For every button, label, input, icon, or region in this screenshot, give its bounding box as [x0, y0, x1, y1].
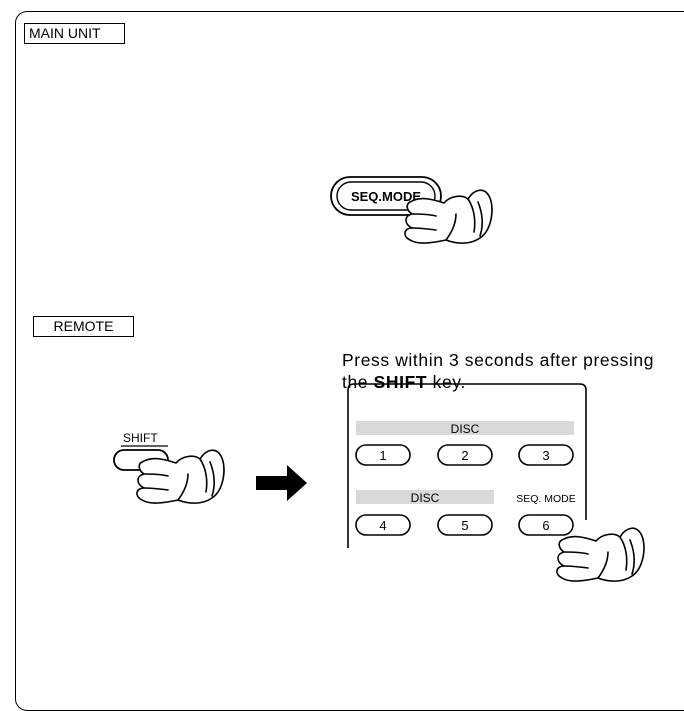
main-unit-tag: MAIN UNIT — [24, 23, 125, 44]
disc-key-1[interactable]: 1 — [355, 444, 411, 466]
disc-band-bottom — [356, 490, 494, 504]
disc-label-top: DISC — [451, 422, 480, 436]
remote-tag: REMOTE — [33, 316, 134, 337]
disc-key-2[interactable]: 2 — [437, 444, 493, 466]
svg-text:6: 6 — [542, 518, 549, 533]
hand-pointer-icon — [556, 527, 645, 582]
instruction-text: Press within 3 seconds after pressing th… — [342, 349, 672, 393]
disc-band-top — [356, 421, 574, 435]
seq-mode-label: SEQ. MODE — [516, 493, 576, 505]
disc-key-5[interactable]: 5 — [437, 514, 493, 536]
instruction-post: key. — [427, 372, 466, 392]
svg-text:3: 3 — [542, 448, 549, 463]
svg-text:5: 5 — [461, 518, 468, 533]
svg-text:1: 1 — [379, 448, 386, 463]
remote-panel: DISC DISC SEQ. MODE — [347, 383, 587, 548]
right-arrow-icon — [256, 465, 307, 501]
svg-text:4: 4 — [379, 518, 386, 533]
svg-text:2: 2 — [461, 448, 468, 463]
disc-key-4[interactable]: 4 — [355, 514, 411, 536]
diagram-art: SEQ.MODE SHIFT DISC DISC SEQ. MODE — [113, 176, 645, 582]
seq-mode-main-label: SEQ.MODE — [351, 189, 421, 204]
seq-mode-key-6[interactable]: 6 — [518, 514, 574, 536]
hand-pointer-icon — [404, 189, 493, 244]
disc-key-3[interactable]: 3 — [518, 444, 574, 466]
disc-label-bottom: DISC — [411, 491, 440, 505]
hand-pointer-icon — [136, 449, 225, 504]
instruction-key: SHIFT — [373, 372, 428, 392]
shift-label: SHIFT — [123, 431, 158, 445]
